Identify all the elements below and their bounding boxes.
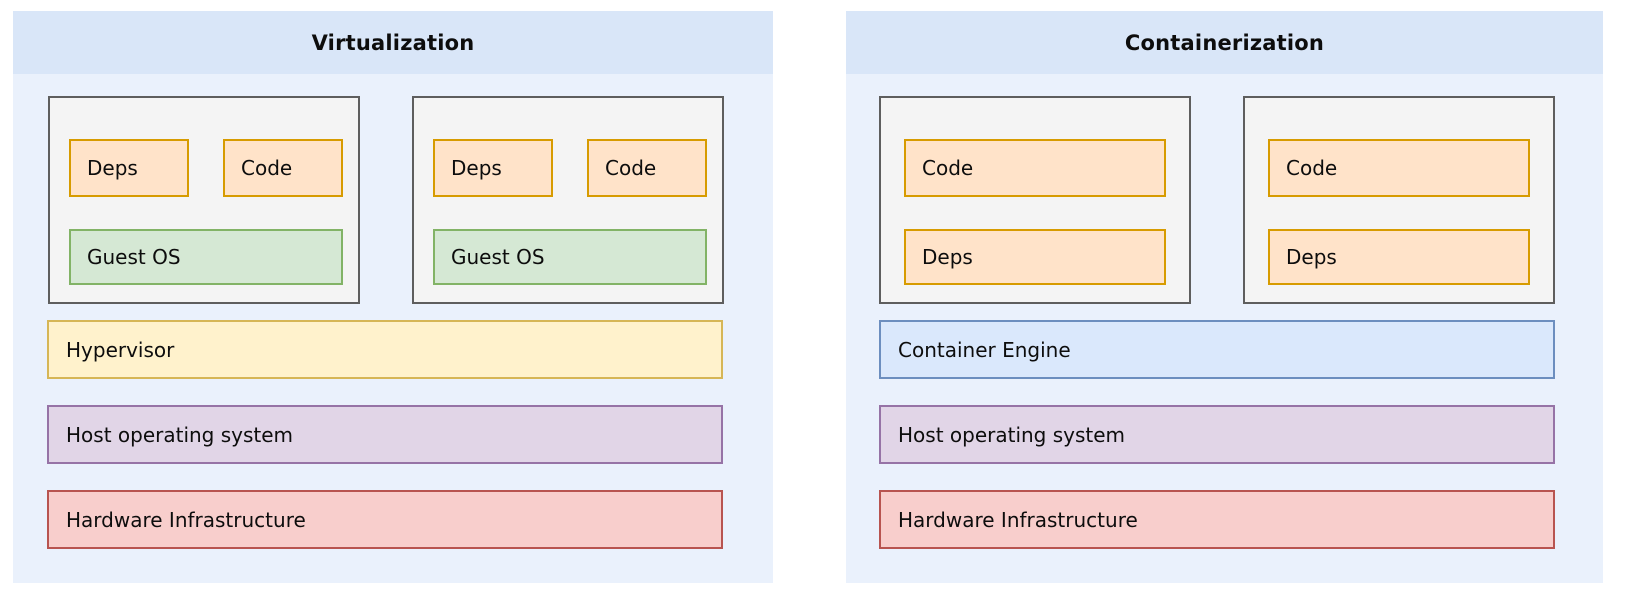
- virtual-machine-1: Deps Code Guest OS: [48, 96, 360, 304]
- containerization-hardware-layer: Hardware Infrastructure: [879, 490, 1555, 549]
- container-engine-layer: Container Engine: [879, 320, 1555, 379]
- vm1-deps-label: Deps: [87, 156, 138, 180]
- container1-deps-label: Deps: [922, 245, 973, 269]
- hypervisor-layer: Hypervisor: [47, 320, 723, 379]
- container-1: Code Deps: [879, 96, 1191, 304]
- virtualization-host-os-label: Host operating system: [66, 422, 294, 447]
- vm1-guest-os-box: Guest OS: [69, 229, 343, 285]
- container2-deps-box: Deps: [1268, 229, 1530, 285]
- vm1-guest-os-label: Guest OS: [87, 245, 181, 269]
- container-engine-label: Container Engine: [898, 337, 1071, 362]
- container1-code-box: Code: [904, 139, 1166, 197]
- containerization-title: Containerization: [1124, 30, 1325, 55]
- containerization-host-os-label: Host operating system: [898, 422, 1126, 447]
- container1-deps-box: Deps: [904, 229, 1166, 285]
- vm1-code-label: Code: [241, 156, 293, 180]
- vm2-deps-label: Deps: [451, 156, 502, 180]
- vm2-deps-box: Deps: [433, 139, 553, 197]
- container1-code-label: Code: [922, 156, 974, 180]
- vm2-guest-os-box: Guest OS: [433, 229, 707, 285]
- vm2-code-label: Code: [605, 156, 657, 180]
- containerization-panel: Containerization Code Deps Code Deps Con…: [846, 11, 1603, 583]
- virtualization-host-os-layer: Host operating system: [47, 405, 723, 464]
- hypervisor-label: Hypervisor: [66, 337, 175, 362]
- virtualization-panel-header: Virtualization: [13, 11, 773, 74]
- container2-code-label: Code: [1286, 156, 1338, 180]
- container2-deps-label: Deps: [1286, 245, 1337, 269]
- container2-code-box: Code: [1268, 139, 1530, 197]
- containerization-host-os-layer: Host operating system: [879, 405, 1555, 464]
- container-2: Code Deps: [1243, 96, 1555, 304]
- virtualization-title: Virtualization: [311, 30, 475, 55]
- virtualization-panel: Virtualization Deps Code Guest OS Deps C…: [13, 11, 773, 583]
- virtualization-hardware-label: Hardware Infrastructure: [66, 507, 306, 532]
- vm1-deps-box: Deps: [69, 139, 189, 197]
- vm1-code-box: Code: [223, 139, 343, 197]
- vm2-guest-os-label: Guest OS: [451, 245, 545, 269]
- vm2-code-box: Code: [587, 139, 707, 197]
- virtualization-hardware-layer: Hardware Infrastructure: [47, 490, 723, 549]
- containerization-panel-header: Containerization: [846, 11, 1603, 74]
- containerization-hardware-label: Hardware Infrastructure: [898, 507, 1138, 532]
- virtual-machine-2: Deps Code Guest OS: [412, 96, 724, 304]
